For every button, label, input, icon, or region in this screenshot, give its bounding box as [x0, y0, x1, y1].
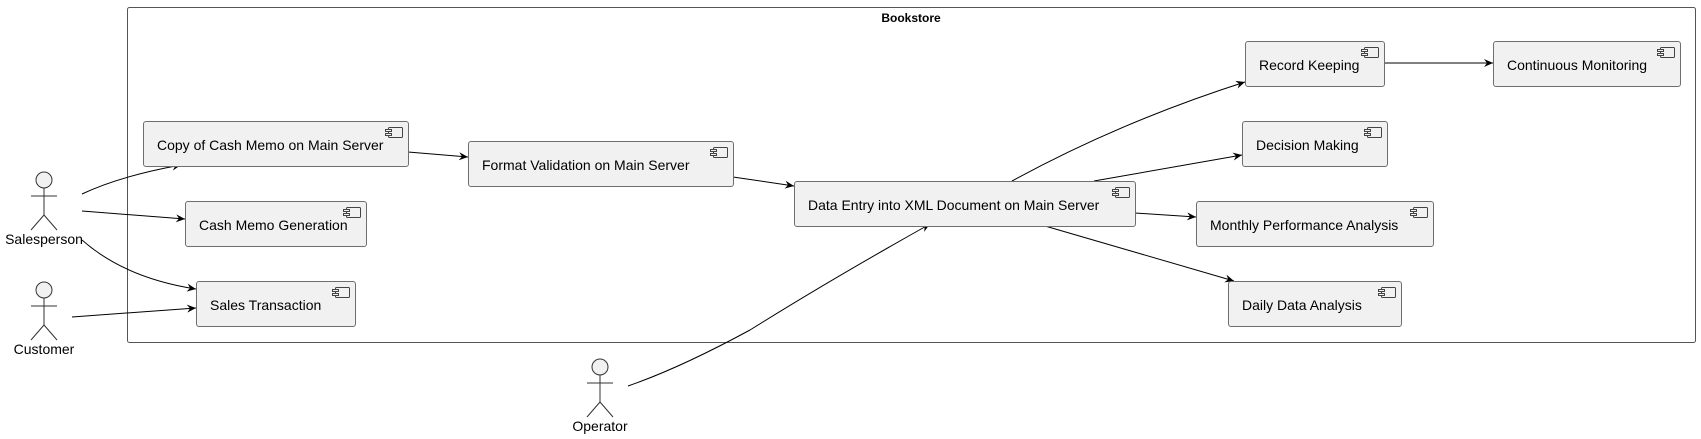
component-icon — [385, 127, 403, 138]
component-label: Sales Transaction — [210, 297, 321, 313]
edge-copy-cash-memo-to-format-validation — [407, 151, 469, 161]
component-box — [1493, 41, 1681, 87]
component-icon — [1657, 47, 1675, 58]
edge-format-validation-to-data-entry-xml — [732, 176, 795, 189]
component-icon — [1410, 207, 1428, 218]
component-box — [1242, 121, 1388, 167]
component-label: Data Entry into XML Document on Main Ser… — [808, 197, 1100, 213]
actor-label: Customer — [14, 341, 75, 357]
component-sales-transaction: Sales Transaction — [196, 281, 356, 327]
component-icon — [1378, 287, 1396, 298]
component-box — [185, 201, 367, 247]
component-box — [468, 141, 734, 187]
boundary-title: Bookstore — [881, 11, 941, 25]
component-label: Format Validation on Main Server — [482, 157, 690, 173]
component-box — [1196, 201, 1434, 247]
component-icon — [332, 287, 350, 298]
edge-customer-to-sales-transaction — [71, 304, 197, 318]
component-record-keeping: Record Keeping — [1245, 41, 1385, 87]
edge-data-entry-xml-to-record-keeping — [1011, 80, 1246, 182]
edge-operator-to-data-entry-xml — [627, 223, 931, 387]
component-decision-making: Decision Making — [1242, 121, 1388, 167]
actor-salesperson: Salesperson — [5, 171, 83, 247]
edge-salesperson-to-sales-transaction — [81, 239, 197, 292]
component-daily-analysis: Daily Data Analysis — [1228, 281, 1402, 327]
component-data-entry-xml: Data Entry into XML Document on Main Ser… — [794, 181, 1136, 227]
actor-customer: Customer — [14, 281, 75, 357]
component-icon — [343, 207, 361, 218]
actor-operator: Operator — [572, 358, 628, 434]
component-label: Copy of Cash Memo on Main Server — [157, 137, 384, 153]
component-label: Daily Data Analysis — [1242, 297, 1362, 313]
component-box — [196, 281, 356, 327]
component-format-validation: Format Validation on Main Server — [468, 141, 734, 187]
component-cash-memo-gen: Cash Memo Generation — [185, 201, 367, 247]
component-copy-cash-memo: Copy of Cash Memo on Main Server — [143, 121, 409, 167]
component-box — [143, 121, 409, 167]
component-label: Monthly Performance Analysis — [1210, 217, 1398, 233]
edge-salesperson-to-cash-memo-gen — [81, 210, 186, 223]
actor-label: Operator — [572, 418, 628, 434]
component-label: Continuous Monitoring — [1507, 57, 1647, 73]
component-label: Cash Memo Generation — [199, 217, 348, 233]
component-icon — [1361, 47, 1379, 58]
component-icon — [710, 147, 728, 158]
component-box — [1245, 41, 1385, 87]
component-label: Decision Making — [1256, 137, 1359, 153]
component-box — [794, 181, 1136, 227]
edge-salesperson-to-copy-cash-memo — [81, 162, 182, 195]
edge-data-entry-xml-to-decision-making — [1093, 152, 1243, 182]
actor-label: Salesperson — [5, 231, 83, 247]
actor-stick-figure-icon — [30, 281, 58, 341]
component-icon — [1364, 127, 1382, 138]
edges-layer — [71, 59, 1493, 387]
actor-stick-figure-icon — [30, 171, 58, 231]
actor-stick-figure-icon — [586, 358, 614, 418]
bookstore-boundary: Bookstore — [127, 7, 1696, 343]
component-label: Record Keeping — [1259, 57, 1359, 73]
component-box — [1228, 281, 1402, 327]
component-icon — [1112, 187, 1130, 198]
edge-data-entry-xml-to-daily-analysis — [1044, 225, 1235, 283]
component-continuous-monitoring: Continuous Monitoring — [1493, 41, 1681, 87]
component-monthly-analysis: Monthly Performance Analysis — [1196, 201, 1434, 247]
edge-data-entry-xml-to-monthly-analysis — [1134, 212, 1197, 221]
